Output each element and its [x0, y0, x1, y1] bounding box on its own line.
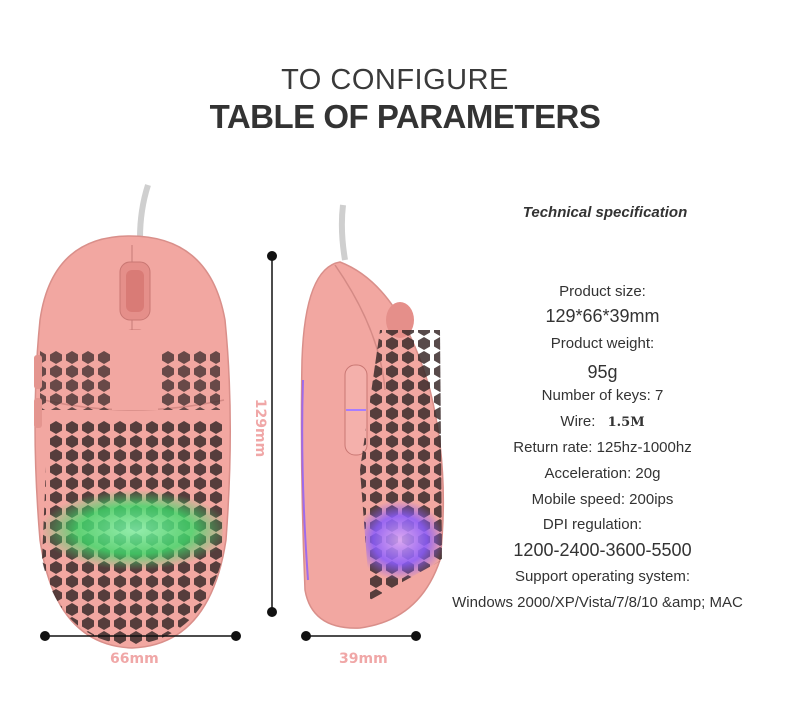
dpi-value: 1200-2400-3600-5500: [513, 540, 692, 560]
os-value: Windows 2000/XP/Vista/7/8/10 &amp; MAC: [452, 594, 743, 611]
dim-dot: [40, 631, 50, 641]
side-cable: [338, 204, 348, 261]
mobile-speed: Mobile speed: 200ips: [531, 491, 674, 508]
acceleration: Acceleration: 20g: [544, 465, 661, 482]
product-size-value: 129*66*39mm: [545, 306, 660, 326]
dim-height-label: 39mm: [339, 651, 388, 667]
spec-title: Technical specification: [522, 204, 688, 221]
product-weight-value: 95g: [587, 362, 618, 382]
product-size-label: Product size:: [559, 283, 646, 300]
dim-dot: [231, 631, 241, 641]
wire-value: 1.5M: [607, 415, 645, 430]
wire-spec: Wire: 1.5M: [430, 413, 775, 430]
product-weight-label: Product weight:: [550, 335, 655, 352]
mouse-side-view: [300, 261, 445, 629]
dim-dot: [267, 251, 277, 261]
dpi-label: DPI regulation:: [542, 516, 643, 533]
os-label: Support operating system:: [514, 568, 691, 585]
dim-dot: [411, 631, 421, 641]
header-line-1: TO CONFIGURE: [281, 64, 509, 96]
mouse-front-view: [34, 235, 232, 649]
wire-label: Wire:: [560, 413, 596, 430]
header-line-2: TABLE OF PARAMETERS: [209, 98, 601, 135]
dim-length-label: 129mm: [252, 398, 268, 458]
front-cable: [137, 184, 151, 239]
dim-width-label: 66mm: [110, 651, 159, 667]
dim-dot: [301, 631, 311, 641]
return-rate: Return rate: 125hz-1000hz: [513, 439, 692, 456]
keys-count: Number of keys: 7: [541, 387, 664, 404]
dim-dot: [267, 607, 277, 617]
